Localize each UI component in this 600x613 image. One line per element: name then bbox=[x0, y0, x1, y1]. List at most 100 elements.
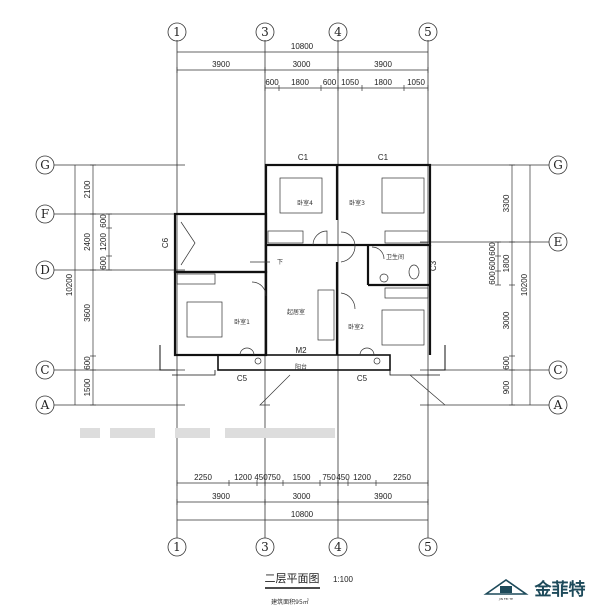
dimension-label: 750 bbox=[267, 473, 281, 482]
stairs-down-label: 下 bbox=[277, 259, 283, 266]
dimension-label: 3600 bbox=[83, 304, 92, 322]
dimension-label: 10200 bbox=[520, 273, 529, 296]
dimension-label: 600 bbox=[488, 256, 497, 270]
axis-bubble bbox=[167, 537, 187, 557]
dimension-label: 1800 bbox=[502, 254, 511, 272]
window-c6: C6 bbox=[161, 237, 170, 248]
dimension-label: 1500 bbox=[293, 473, 311, 482]
dimension-label: 2100 bbox=[83, 180, 92, 198]
door-m2: M2 bbox=[295, 346, 307, 355]
dimension-label: 600 bbox=[488, 271, 497, 285]
window-c1: C1 bbox=[378, 153, 389, 162]
dimension-label: 1050 bbox=[407, 78, 425, 87]
dimension-label: 3900 bbox=[374, 492, 392, 501]
dimension-label: 10800 bbox=[291, 510, 314, 519]
dimension-label: 1500 bbox=[83, 378, 92, 396]
sink bbox=[379, 273, 389, 283]
dimension-label: 2250 bbox=[393, 473, 411, 482]
axis-label-right: G bbox=[553, 158, 563, 172]
dimension-label: 3000 bbox=[293, 492, 311, 501]
dimension-label: 1200 bbox=[353, 473, 371, 482]
dimension-label: 2400 bbox=[83, 233, 92, 251]
bed-bedroom3 bbox=[381, 177, 425, 214]
axis-label-1: 1 bbox=[173, 540, 181, 554]
axis-label-3: 3 bbox=[261, 25, 269, 39]
dimension-label: 600 bbox=[99, 256, 108, 270]
axis-label-right: A bbox=[553, 398, 563, 412]
logo-subtext: JIN FEI TE bbox=[498, 597, 513, 601]
logo bbox=[483, 579, 529, 595]
dimension-label: 3900 bbox=[212, 492, 230, 501]
axis-label-left: F bbox=[41, 207, 49, 221]
walls bbox=[159, 163, 446, 376]
room-label-bedroom4: 卧室4 bbox=[297, 199, 313, 207]
window-c5: C5 bbox=[237, 374, 248, 383]
axis-bubble bbox=[255, 22, 275, 42]
dimension-label: 1200 bbox=[234, 473, 252, 482]
dimension-label: 600 bbox=[323, 78, 337, 87]
window-c5: C5 bbox=[357, 374, 368, 383]
axis-grid bbox=[35, 22, 568, 557]
bed-bedroom2 bbox=[381, 309, 425, 346]
axis-label-4: 4 bbox=[334, 540, 342, 554]
room-label-bedroom1: 卧室1 bbox=[234, 318, 250, 326]
axis-label-4: 4 bbox=[334, 25, 342, 39]
dimension-label: 10800 bbox=[291, 42, 314, 51]
house-logo-icon bbox=[483, 579, 529, 595]
sofa bbox=[317, 289, 335, 341]
dimension-label: 1050 bbox=[341, 78, 359, 87]
dimension-label: 3900 bbox=[374, 60, 392, 69]
dimension-label: 2250 bbox=[194, 473, 212, 482]
dimension-label: 3900 bbox=[212, 60, 230, 69]
axis-label-left: D bbox=[40, 263, 50, 277]
room-label-bathroom: 卫生间 bbox=[386, 253, 404, 261]
window-c1: C1 bbox=[298, 153, 309, 162]
axis-label-left: G bbox=[40, 158, 50, 172]
drawing-scale: 1:100 bbox=[333, 575, 354, 584]
axis-bubble bbox=[418, 22, 438, 42]
dimension-label: 450 bbox=[254, 473, 268, 482]
dimension-label: 1800 bbox=[291, 78, 309, 87]
dimension-label: 450 bbox=[336, 473, 350, 482]
axis-bubble bbox=[328, 537, 348, 557]
bed-bedroom1 bbox=[186, 301, 223, 338]
axis-label-5: 5 bbox=[424, 25, 432, 39]
toilet bbox=[408, 264, 420, 280]
axis-label-left: C bbox=[40, 363, 49, 377]
room-label-bedroom3: 卧室3 bbox=[349, 199, 365, 207]
dimension-label: 600 bbox=[83, 356, 92, 370]
axis-bubble bbox=[328, 22, 348, 42]
staircase bbox=[180, 221, 196, 266]
axis-label-left: A bbox=[40, 398, 50, 412]
axis-bubble bbox=[418, 537, 438, 557]
axis-bubble bbox=[255, 537, 275, 557]
window-c3: C3 bbox=[429, 260, 438, 271]
axis-label-1: 1 bbox=[173, 25, 181, 39]
building-area: 建筑面积95㎡ bbox=[271, 598, 309, 606]
axis-label-3: 3 bbox=[261, 540, 269, 554]
dimension-label: 600 bbox=[488, 242, 497, 256]
drawing-title: 二层平面图 bbox=[265, 572, 320, 585]
dimension-label: 3000 bbox=[502, 311, 511, 329]
room-label-balcony: 阳台 bbox=[295, 363, 307, 371]
dimension-label: 10200 bbox=[65, 273, 74, 296]
room-label-living: 起居室 bbox=[287, 308, 305, 316]
dimension-lines bbox=[74, 51, 531, 521]
dimension-label: 3000 bbox=[293, 60, 311, 69]
dimension-label: 1200 bbox=[99, 233, 108, 251]
dimension-label: 1800 bbox=[374, 78, 392, 87]
dimension-label: 900 bbox=[502, 380, 511, 394]
logo-text: 金菲特 bbox=[534, 579, 586, 600]
axis-label-right: E bbox=[554, 235, 563, 249]
bed-bedroom4 bbox=[279, 177, 323, 214]
room-label-bedroom2: 卧室2 bbox=[348, 323, 364, 331]
dimension-label: 600 bbox=[99, 214, 108, 228]
faint-marks bbox=[80, 428, 335, 438]
axis-label-5: 5 bbox=[424, 540, 432, 554]
dimension-label: 750 bbox=[322, 473, 336, 482]
dimension-label: 3300 bbox=[502, 194, 511, 212]
axis-label-right: C bbox=[553, 363, 562, 377]
axis-bubble bbox=[167, 22, 187, 42]
